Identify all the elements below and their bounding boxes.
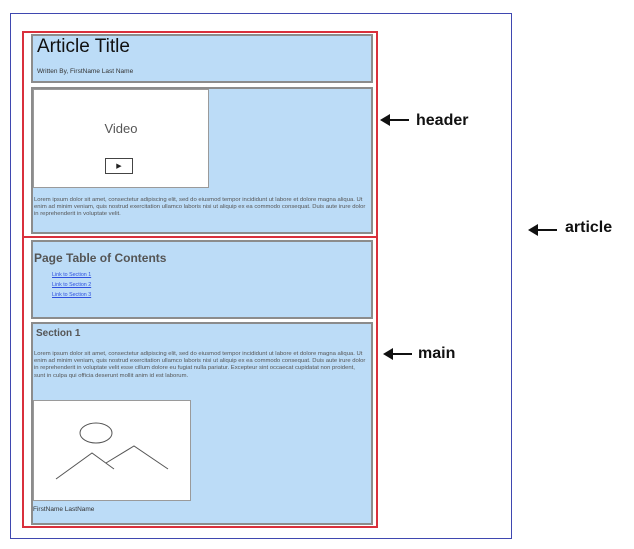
toc-panel [31,240,373,319]
toc-link-section-3[interactable]: Link to Section 3 [52,292,92,298]
section-title: Section 1 [36,328,81,339]
header-region-outline [22,31,378,238]
image-caption: FirstName LastName [33,506,95,513]
article-outline [10,13,512,539]
video-description: Lorem ipsum dolor sit amet, consectetur … [34,197,366,218]
image-placeholder-icon [55,422,169,480]
main-region-outline [22,236,378,528]
main-callout-label: main [418,345,456,362]
section-text: Lorem ipsum dolor sit amet, consectetur … [34,351,366,379]
byline: Written By, FirstName Last Name [37,68,134,75]
toc-title: Page Table of Contents [34,251,167,265]
article-callout-label: article [565,219,613,236]
arrow-left-icon [528,224,557,236]
video-label: Video [104,121,138,136]
header-callout-label: header [416,112,469,129]
play-icon: ▶ [116,162,122,170]
toc-link-section-1[interactable]: Link to Section 1 [52,272,92,278]
toc-link-section-2[interactable]: Link to Section 2 [52,282,92,288]
arrow-left-icon [383,348,412,360]
play-button[interactable]: ▶ [105,158,133,174]
title-panel [31,34,373,83]
article-title: Article Title [37,36,130,57]
arrow-left-icon [380,114,409,126]
image-placeholder [33,400,191,501]
